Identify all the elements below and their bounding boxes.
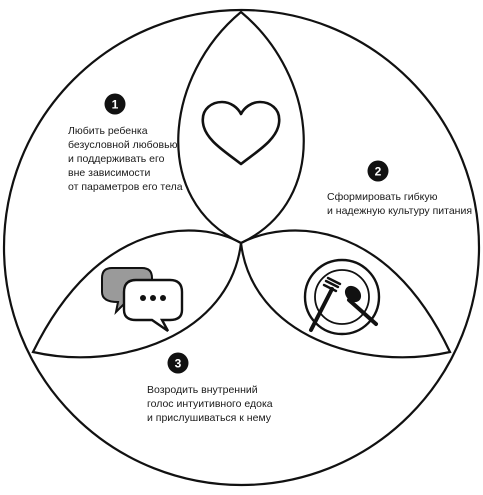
principle-3-line: голос интуитивного едока xyxy=(147,398,273,410)
principle-1-line: от параметров его тела xyxy=(68,181,183,193)
number-badge-1: 1 xyxy=(104,93,126,115)
principle-1-line: безусловной любовью xyxy=(68,139,178,151)
principle-3-line: и прислушиваться к нему xyxy=(147,412,272,424)
number-badge-2: 2 xyxy=(367,160,389,182)
principle-2-line: и надежную культуру питания xyxy=(327,205,473,217)
principle-2-text: Сформировать гибкую и надежную культуру … xyxy=(327,190,472,218)
number-3-text: 3 xyxy=(175,357,182,371)
number-2-text: 2 xyxy=(375,165,382,179)
principle-1-line: Любить ребенка xyxy=(68,125,148,137)
principle-2-line: Сформировать гибкую xyxy=(327,191,438,203)
left-lens xyxy=(31,229,243,359)
number-badge-3: 3 xyxy=(167,352,189,374)
right-lens xyxy=(239,229,452,359)
principle-3-line: Возродить внутренний xyxy=(147,384,258,396)
top-lens xyxy=(177,10,305,245)
heart-icon xyxy=(201,100,281,166)
principle-3-text: Возродить внутренний голос интуитивного … xyxy=(147,383,273,425)
plate-fork-spoon-icon xyxy=(303,258,381,336)
number-1-text: 1 xyxy=(112,98,119,112)
outer-circle xyxy=(2,8,481,487)
principle-1-line: вне зависимости xyxy=(68,167,151,179)
principle-1-text: Любить ребенка безусловной любовью и под… xyxy=(68,124,183,194)
speech-bubbles-icon xyxy=(101,267,184,332)
principle-1-line: и поддерживать его xyxy=(68,153,165,165)
